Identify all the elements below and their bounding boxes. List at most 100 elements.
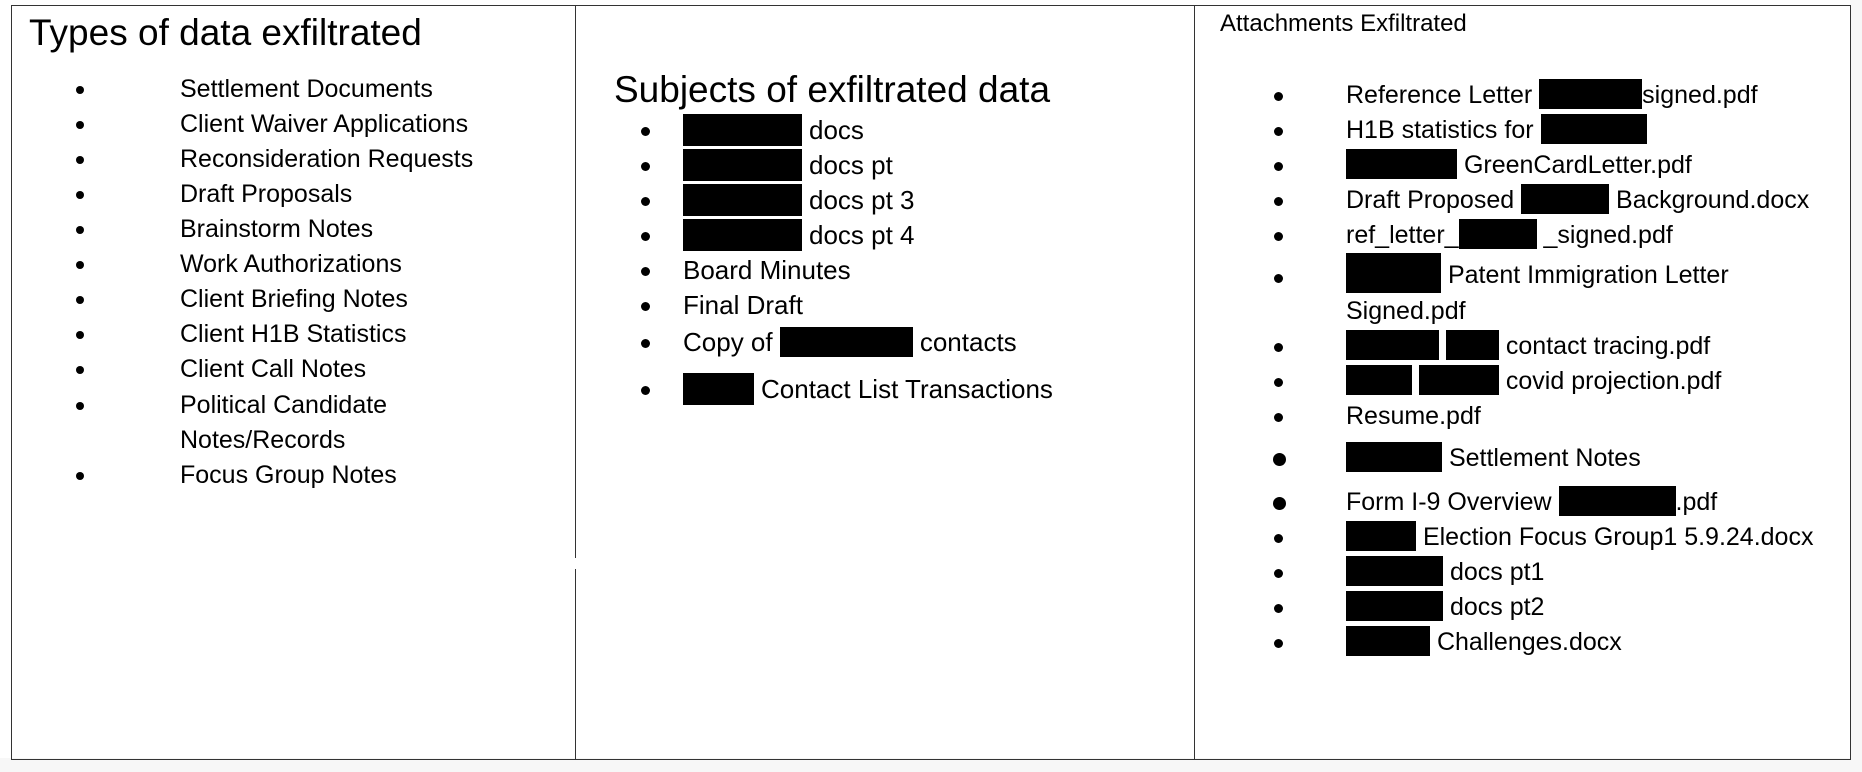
list-item-label: covid projection.pdf (1505, 367, 1722, 395)
list-item-label: docs pt1 (1449, 558, 1545, 586)
bullet-icon (76, 366, 84, 374)
list-item: Client Briefing Notes (29, 282, 569, 317)
list-item: Contact List Transactions (614, 372, 1189, 407)
list-item-label: Client H1B Statistics (180, 320, 407, 348)
subjects-column: Subjects of exfiltrated data docs docs p… (614, 6, 1189, 407)
bullet-icon (1273, 497, 1286, 510)
list-item-label: docs (809, 115, 864, 145)
attachments-list: Reference Letter signed.pdf H1B statisti… (1220, 78, 1850, 660)
redaction-bar (683, 219, 802, 251)
bullet-icon (1274, 127, 1283, 136)
redaction-bar (1540, 114, 1647, 144)
list-item-label: Form I-9 Overview (1346, 488, 1552, 516)
redaction-bar (1346, 521, 1416, 551)
redaction-bar (683, 114, 802, 146)
list-item: Focus Group Notes (29, 458, 569, 493)
list-item-label: Copy of (683, 327, 773, 357)
bullet-icon (641, 127, 650, 136)
bullet-icon (1274, 162, 1283, 171)
list-item-label: Client Call Notes (180, 355, 367, 383)
bullet-icon (1274, 604, 1283, 613)
list-item: docs pt1 (1220, 555, 1850, 590)
list-item-label: Notes/Records (180, 426, 346, 454)
list-item: Draft Proposed Background.docx (1220, 183, 1850, 218)
bullet-icon (641, 386, 650, 395)
bullet-icon (641, 339, 650, 348)
bullet-icon (1274, 639, 1283, 648)
bullet-icon (641, 267, 650, 276)
bullet-icon (76, 86, 84, 94)
list-item-label: Resume.pdf (1346, 402, 1481, 430)
list-item-label: Signed.pdf (1346, 297, 1466, 325)
bullet-icon (641, 197, 650, 206)
list-item: Draft Proposals (29, 177, 569, 212)
list-item: docs pt2 (1220, 590, 1850, 625)
redaction-bar (683, 373, 754, 405)
list-item-label: Client Waiver Applications (180, 110, 469, 138)
bullet-icon (1274, 378, 1283, 387)
redaction-bar (1346, 442, 1442, 472)
list-item: Client Waiver Applications (29, 107, 569, 142)
list-item-label: docs pt (809, 150, 893, 180)
bullet-icon (1274, 343, 1283, 352)
list-item: Reconsideration Requests (29, 142, 569, 177)
bullet-icon (1273, 453, 1286, 466)
list-item: Election Focus Group1 5.9.24.docx (1220, 520, 1850, 555)
list-item-label: contact tracing.pdf (1505, 332, 1711, 360)
redaction-bar (1539, 79, 1643, 109)
list-item: Client Call Notes (29, 352, 569, 387)
bullet-icon (1274, 534, 1283, 543)
redaction-bar (1521, 184, 1610, 214)
list-item: Form I-9 Overview .pdf (1220, 485, 1850, 520)
redaction-bar (683, 184, 802, 216)
bullet-icon (1274, 232, 1283, 241)
list-item: contact tracing.pdf (1220, 329, 1850, 364)
types-column: Types of data exfiltrated Settlement Doc… (29, 6, 569, 493)
list-item-label: Brainstorm Notes (180, 215, 374, 243)
document-page: Types of data exfiltrated Settlement Doc… (11, 5, 1851, 760)
bullet-icon (641, 302, 650, 311)
table-frame: Types of data exfiltrated Settlement Doc… (11, 5, 1851, 760)
types-heading: Types of data exfiltrated (29, 12, 422, 53)
bullet-icon (1274, 197, 1283, 206)
list-item: docs pt 3 (614, 183, 1189, 218)
list-item-label: docs pt 3 (809, 185, 915, 215)
column-divider (575, 569, 576, 759)
bullet-icon (76, 191, 84, 199)
types-list: Settlement Documents Client Waiver Appli… (29, 72, 569, 493)
redaction-bar (1346, 330, 1439, 360)
list-item-label: signed.pdf (1642, 81, 1758, 109)
redaction-bar (1558, 486, 1676, 516)
list-item-label: Settlement Documents (180, 75, 433, 103)
list-item-label: docs pt 4 (809, 220, 915, 250)
list-item-label: docs pt2 (1449, 593, 1545, 621)
redaction-bar (1346, 626, 1430, 656)
redaction-bar (683, 149, 802, 181)
bullet-icon (76, 156, 84, 164)
list-item-label: .pdf (1675, 488, 1718, 516)
bullet-icon (76, 121, 84, 129)
bullet-icon (76, 472, 84, 480)
list-item-label: Challenges.docx (1436, 628, 1622, 656)
list-item-label: H1B statistics for (1346, 116, 1534, 144)
redaction-bar (1458, 219, 1537, 249)
list-item: docs pt 4 (614, 218, 1189, 253)
list-item-label: Background.docx (1616, 186, 1810, 214)
list-item-label: Contact List Transactions (761, 374, 1053, 404)
list-item: Brainstorm Notes (29, 212, 569, 247)
list-item-label: Reference Letter (1346, 81, 1533, 109)
column-divider (1194, 6, 1195, 759)
bullet-icon (76, 261, 84, 269)
list-item: Final Draft (614, 288, 1189, 323)
list-item: Client H1B Statistics (29, 317, 569, 352)
list-item: Settlement Documents (29, 72, 569, 107)
column-divider (575, 6, 576, 558)
redaction-bar (1346, 365, 1412, 395)
list-item-label: contacts (919, 327, 1017, 357)
redaction-bar (1418, 365, 1499, 395)
list-item-label: Patent Immigration Letter (1447, 261, 1729, 289)
redaction-bar (779, 327, 913, 357)
list-item-label: Final Draft (683, 290, 803, 320)
list-item-label: _signed.pdf (1543, 221, 1673, 249)
